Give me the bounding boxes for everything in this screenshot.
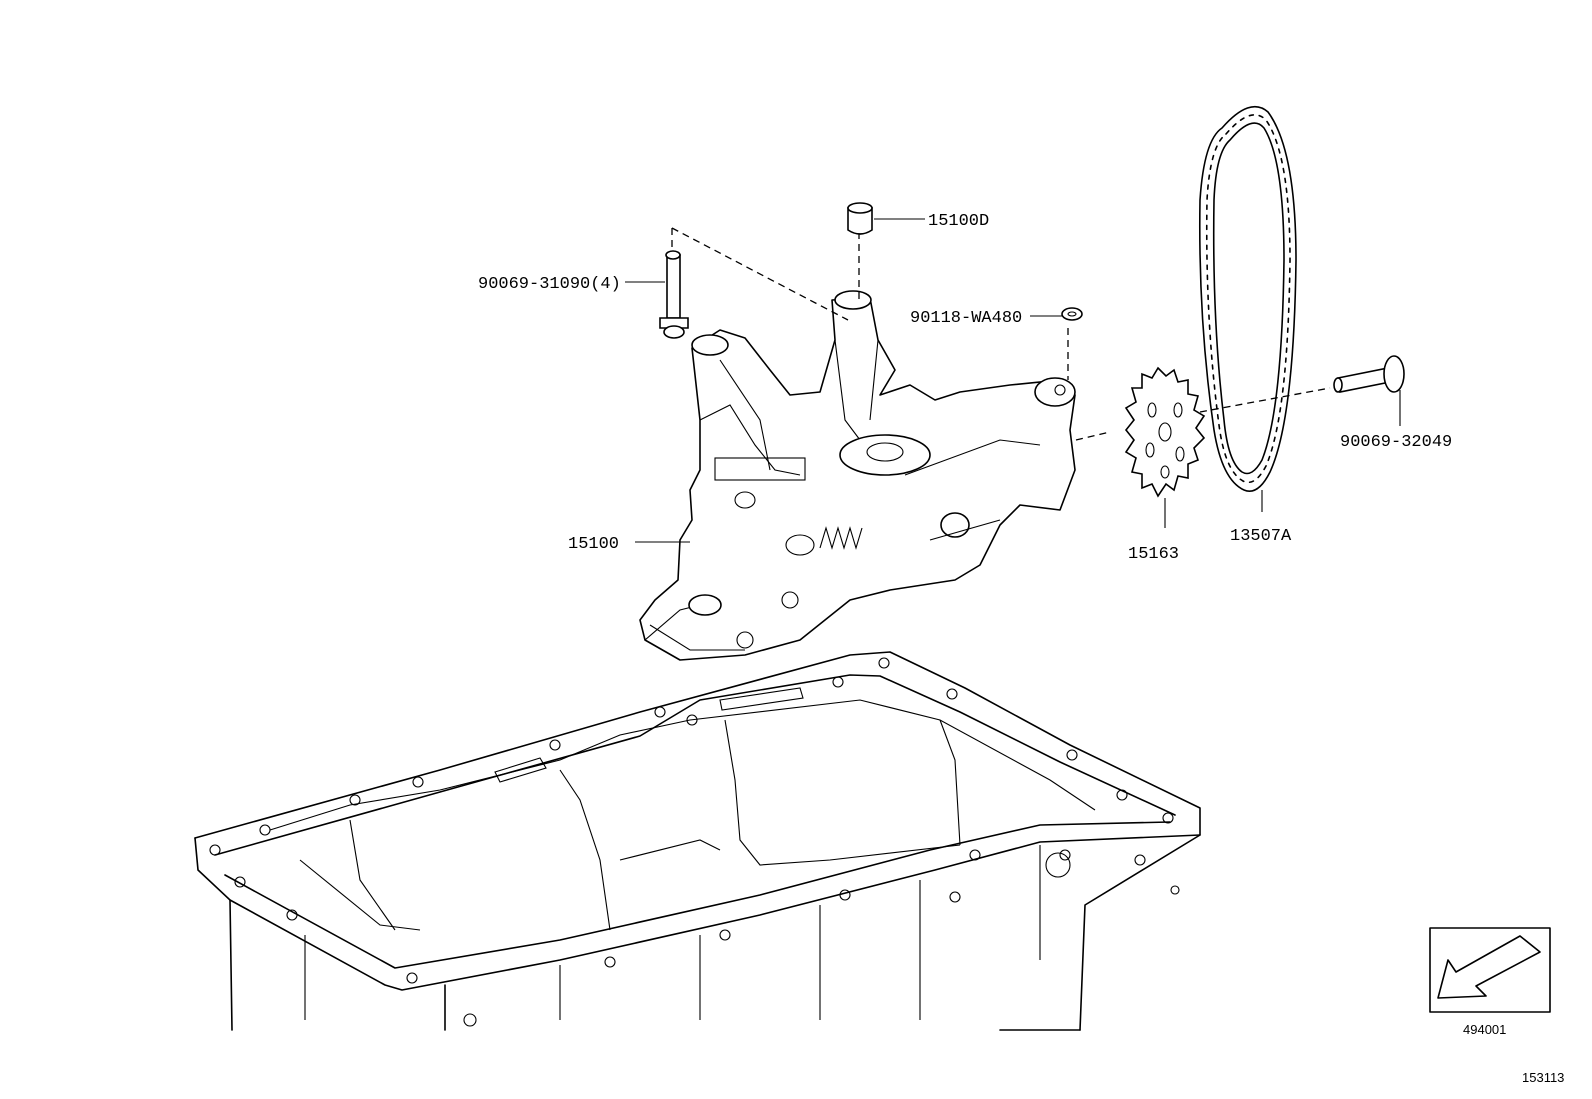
- assembly-guide-lines: [671, 227, 1331, 441]
- callout-15100D: 15100D: [928, 212, 989, 231]
- washer-90118-WA480: [1061, 307, 1083, 321]
- leader-lines: [625, 218, 1401, 543]
- view-direction-box: [1429, 927, 1551, 1013]
- callout-90069-31090: 90069-31090(4): [478, 275, 621, 294]
- bolt-90069-32049: [1333, 355, 1405, 393]
- timing-chain-13507A: [1198, 105, 1297, 492]
- callout-90069-32049: 90069-32049: [1340, 433, 1452, 452]
- sprocket-15163: [1124, 366, 1206, 498]
- plug-15100D: [847, 202, 873, 235]
- callout-90118-WA480: 90118-WA480: [910, 309, 1022, 328]
- oil-pump-body: [639, 290, 1076, 661]
- bolt-90069-31090: [659, 250, 689, 339]
- callout-15163: 15163: [1128, 545, 1179, 564]
- callout-13507A: 13507A: [1230, 527, 1292, 546]
- callout-15100: 15100: [568, 535, 619, 554]
- oil-pan: [194, 651, 1201, 1031]
- view-code: 494001: [1463, 1022, 1506, 1037]
- figure-number: 153113: [1522, 1070, 1564, 1085]
- arrow-down-left-icon: [1437, 935, 1541, 999]
